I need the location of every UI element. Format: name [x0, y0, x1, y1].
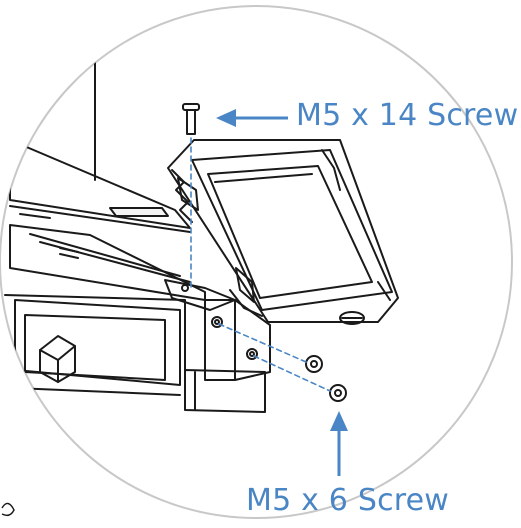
bottom-screws — [305, 355, 347, 402]
stray-mark — [1, 502, 15, 517]
y-rail — [9, 224, 206, 301]
arrow-up-icon — [330, 411, 348, 476]
base-frame — [4, 294, 186, 396]
display-unit — [167, 139, 399, 325]
frame-foot — [39, 335, 76, 383]
top-screw-callout-label: M5 x 14 Screw — [296, 98, 519, 133]
top-screw — [182, 103, 200, 135]
bottom-screw-callout-label: M5 x 6 Screw — [246, 483, 450, 518]
screen-bracket — [164, 279, 271, 413]
alignment-lines — [190, 137, 331, 392]
rotary-knob — [339, 311, 365, 325]
arrow-left-icon — [216, 109, 288, 127]
